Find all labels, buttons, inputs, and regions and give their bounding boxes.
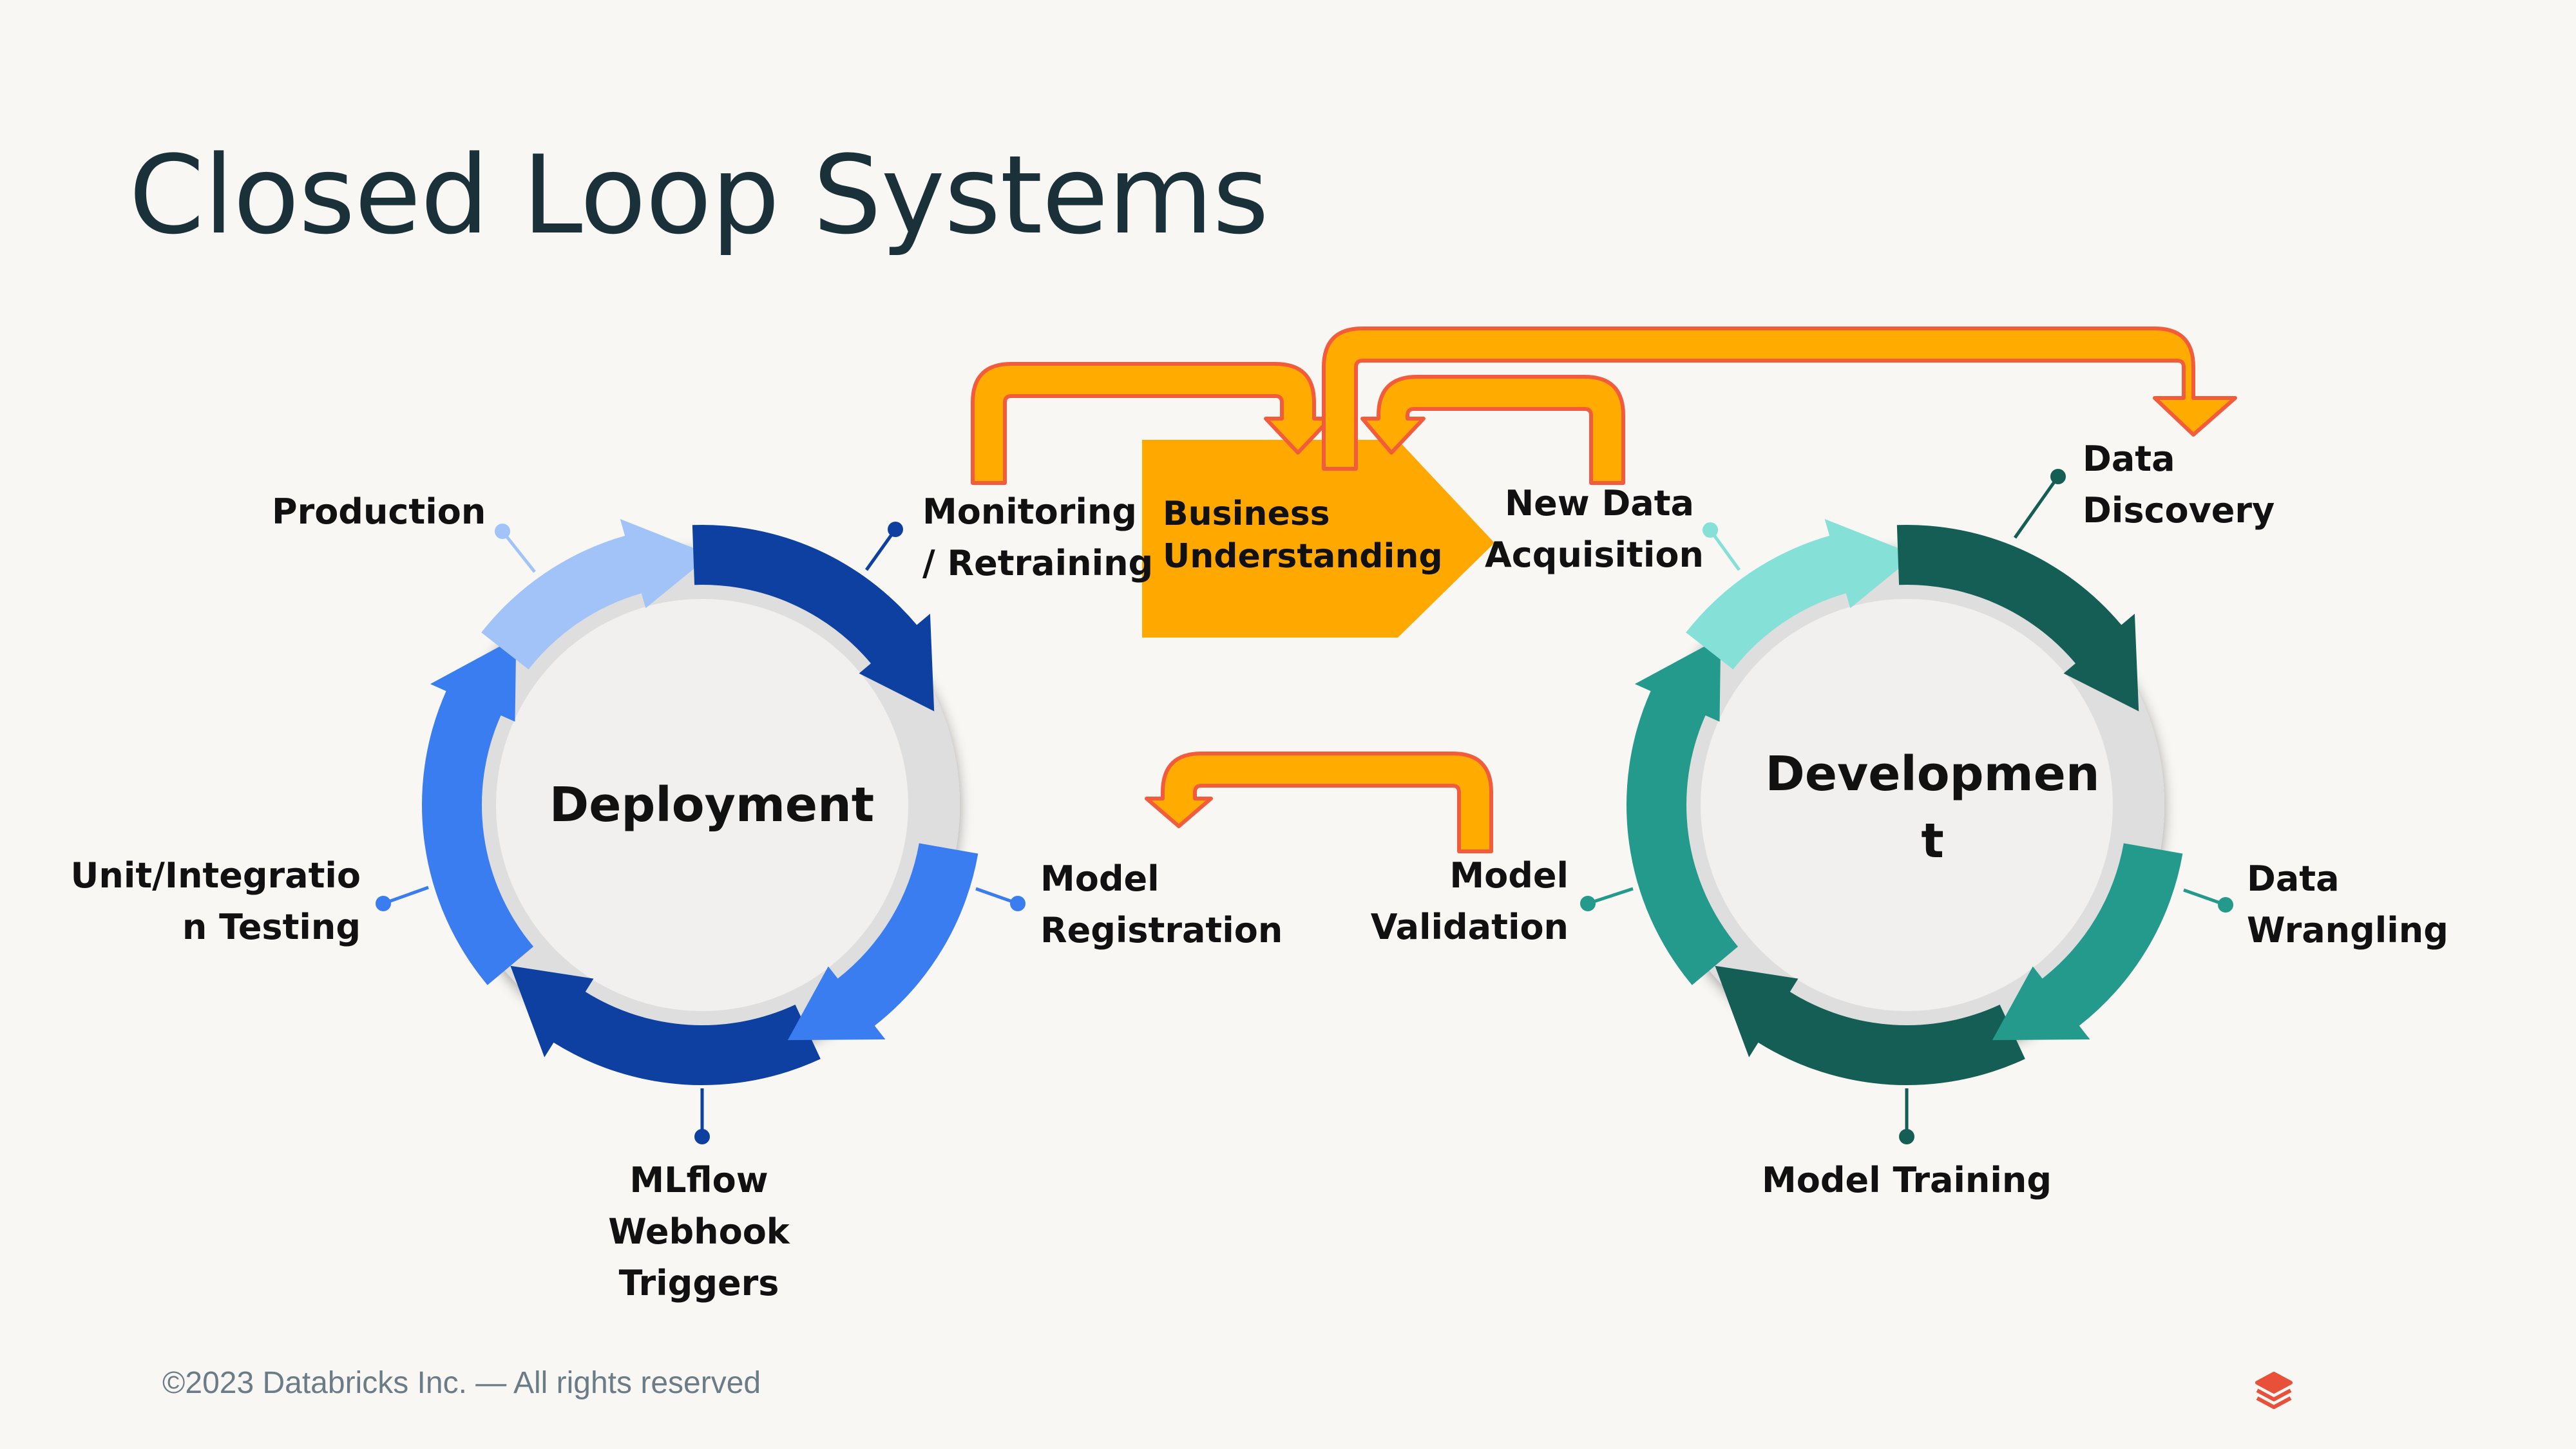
deployment-ring-inner [496, 599, 908, 1011]
label-model-validation: Model Validation [1370, 855, 1569, 947]
connector-unit-testing [383, 886, 429, 905]
dot-model-training [1899, 1129, 1914, 1144]
dev-arc-validation [1626, 638, 1739, 985]
dot-mlflow [694, 1129, 710, 1144]
deploy-arc-registration [787, 843, 978, 1041]
connector-new-data [1708, 529, 1741, 571]
connector-data-discovery [2013, 475, 2060, 539]
dev-arc-training [1715, 965, 2025, 1085]
label-data-discovery: Data Discovery [2083, 439, 2275, 531]
slide-title: Closed Loop Systems [129, 132, 1269, 258]
label-unit-integration-testing: Unit/Integratio n Testing [70, 855, 361, 947]
arrow-newdata-to-business [1360, 375, 1625, 485]
development-cycle [1626, 518, 2183, 1085]
dot-production [495, 524, 510, 539]
deploy-arc-mlflow [510, 965, 821, 1085]
dot-new-data [1703, 522, 1718, 538]
arrow-validation-to-registration [1145, 752, 1493, 853]
dot-data-discovery [2050, 469, 2066, 484]
label-model-training: Model Training [1762, 1160, 2052, 1200]
connector-production [501, 530, 536, 573]
dot-data-wrangling [2218, 897, 2233, 913]
label-monitoring-retraining: Monitoring / Retraining [922, 491, 1154, 583]
databricks-stack-icon [2255, 1372, 2293, 1409]
feedback-arrows [971, 327, 2237, 853]
dev-arc-wrangling [1992, 843, 2183, 1041]
label-production: Production [272, 491, 486, 532]
label-model-registration: Model Registration [1040, 858, 1283, 951]
deploy-arc-monitoring [692, 525, 935, 712]
business-understanding-shape [1142, 440, 1494, 638]
arrow-business-to-discovery [1322, 327, 2237, 471]
dot-model-registration [1010, 896, 1026, 911]
label-data-wrangling: Data Wrangling [2247, 858, 2448, 951]
deploy-arc-testing [422, 638, 534, 985]
dev-arc-newdata [1686, 518, 1916, 670]
development-ring-inner [1701, 599, 2113, 1011]
connector-lines [376, 469, 2233, 1144]
dev-arc-discovery [1896, 525, 2139, 712]
arrow-monitoring-to-business [971, 362, 1332, 485]
connector-monitoring [864, 528, 897, 571]
label-mlflow-webhook-triggers: MLflow Webhook Triggers [608, 1160, 790, 1303]
label-new-data-acquisition: New Data Acquisition [1485, 483, 1704, 575]
footer-copyright: ©2023 Databricks Inc. — All rights reser… [162, 1366, 761, 1400]
dot-unit-testing [376, 896, 391, 911]
business-understanding-label: Business Understanding [1163, 495, 1443, 576]
connector-model-validation [1587, 887, 1634, 905]
deployment-center-label: Deployment [549, 777, 875, 833]
development-center-label: Developmen t [1765, 746, 2100, 869]
deploy-arc-production [481, 518, 711, 670]
deployment-cycle [422, 518, 978, 1085]
dot-monitoring [888, 522, 903, 537]
dot-model-validation [1580, 896, 1596, 911]
